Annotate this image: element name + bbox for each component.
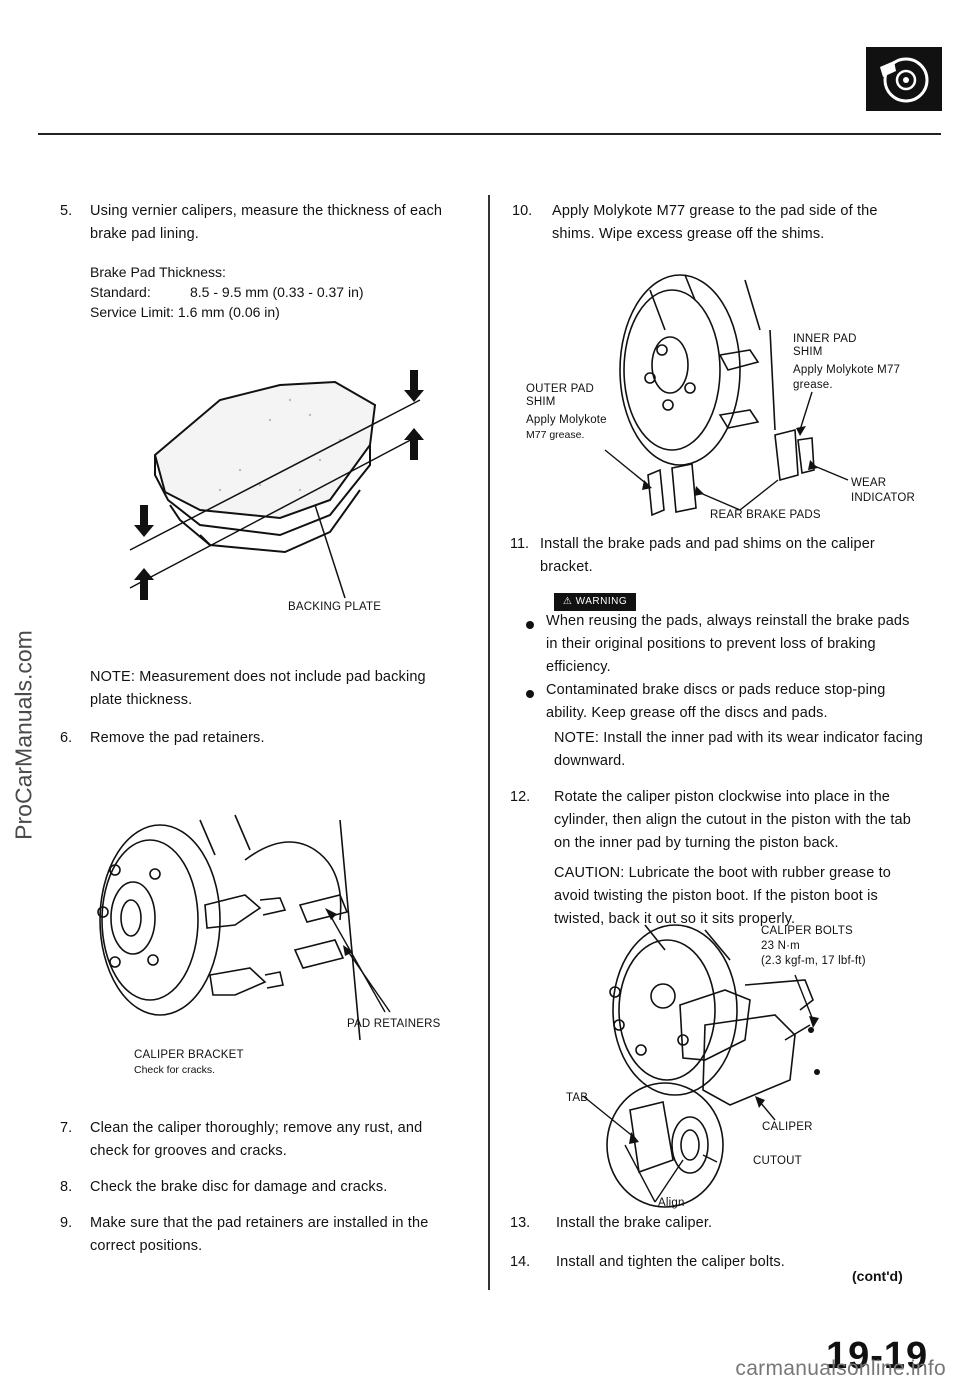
header-rule (38, 133, 941, 135)
step-7-number: 7. (60, 1120, 73, 1136)
brake-pad-thickness-figure (129, 370, 424, 600)
step-9-number: 9. (60, 1215, 73, 1231)
label-check-cracks: Check for cracks. (134, 1064, 216, 1076)
label-inner-pad-shim: INNER PAD SHIM (793, 333, 857, 358)
step-13-text: Install the brake caliper. (556, 1215, 713, 1231)
label-wear-2: INDICATOR (851, 492, 915, 504)
pad-shims-figure (604, 274, 849, 517)
label-caliper-bolts: CALIPER BOLTS (761, 925, 853, 937)
warning-badge: ⚠ WARNING (554, 593, 636, 611)
pad-retainers-figure (97, 814, 391, 1041)
label-outer-apply-1: Apply Molykote (526, 414, 607, 426)
spec-title: Brake Pad Thickness: (90, 264, 226, 280)
step-11-number: 11. (510, 536, 530, 552)
continued-marker: (cont'd) (852, 1268, 903, 1284)
side-watermark: ProCarManuals.com (10, 630, 37, 840)
spec-standard-label: Standard: (90, 284, 151, 300)
step-14-text: Install and tighten the caliper bolts. (556, 1254, 785, 1270)
step-12-text: Rotate the caliper piston clockwise into… (554, 789, 911, 851)
step-5-text: Using vernier calipers, measure the thic… (90, 203, 443, 242)
step-14-number: 14. (510, 1254, 531, 1270)
label-caliper: CALIPER (762, 1121, 813, 1133)
caliper-install-figure (582, 924, 820, 1208)
step-10-text: Apply Molykote M77 grease to the pad sid… (552, 203, 878, 242)
label-align: Align (658, 1197, 685, 1209)
label-wear-1: WEAR (851, 477, 887, 489)
spec-standard-value: 8.5 - 9.5 mm (0.33 - 0.37 in) (190, 284, 364, 300)
step-8-text: Check the brake disc for damage and crac… (90, 1179, 388, 1195)
label-outer-apply-2: M77 grease. (526, 429, 585, 441)
warning-bullet-2 (526, 690, 534, 698)
step-12-number: 12. (510, 789, 531, 805)
step-6-number: 6. (60, 730, 73, 746)
step-13-number: 13. (510, 1215, 531, 1231)
column-divider (488, 195, 490, 1290)
note-inner-pad: NOTE: Install the inner pad with its wea… (554, 730, 923, 769)
label-rear-brake-pads: REAR BRAKE PADS (710, 509, 821, 521)
label-torque-2: (2.3 kgf-m, 17 lbf-ft) (761, 955, 866, 967)
label-inner-apply-1: Apply Molykote M77 (793, 364, 901, 376)
label-caliper-bracket: CALIPER BRACKET (134, 1049, 244, 1061)
spec-service-limit: Service Limit: 1.6 mm (0.06 in) (90, 304, 280, 320)
label-tab: TAB (566, 1092, 589, 1104)
warning-item-2: Contaminated brake discs or pads reduce … (546, 682, 886, 721)
label-cutout: CUTOUT (753, 1155, 802, 1167)
step-11-text: Install the brake pads and pad shims on … (540, 536, 875, 575)
label-outer-pad-shim: OUTER PAD SHIM (526, 383, 595, 408)
label-inner-apply-2: grease. (793, 379, 833, 391)
brake-section-icon (866, 47, 942, 111)
brake-disc-icon (880, 57, 929, 103)
page-number: 19-19 (826, 1335, 929, 1377)
label-pad-retainers: PAD RETAINERS (347, 1018, 441, 1030)
footer-watermark: carmanualsonline.info (735, 1357, 946, 1380)
label-torque-1: 23 N·m (761, 940, 800, 952)
step-7-text: Clean the caliper thoroughly; remove any… (90, 1120, 423, 1159)
note-measurement: NOTE: Measurement does not include pad b… (90, 669, 426, 708)
warning-item-1: When reusing the pads, always reinstall … (546, 613, 910, 675)
label-backing-plate: BACKING PLATE (288, 601, 382, 613)
step-10-number: 10. (512, 203, 533, 219)
step-5-number: 5. (60, 203, 73, 219)
step-9-text: Make sure that the pad retainers are ins… (90, 1215, 429, 1254)
step-6-text: Remove the pad retainers. (90, 730, 265, 746)
step-8-number: 8. (60, 1179, 73, 1195)
warning-bullet-1 (526, 621, 534, 629)
caution-text: CAUTION: Lubricate the boot with rubber … (554, 865, 891, 927)
